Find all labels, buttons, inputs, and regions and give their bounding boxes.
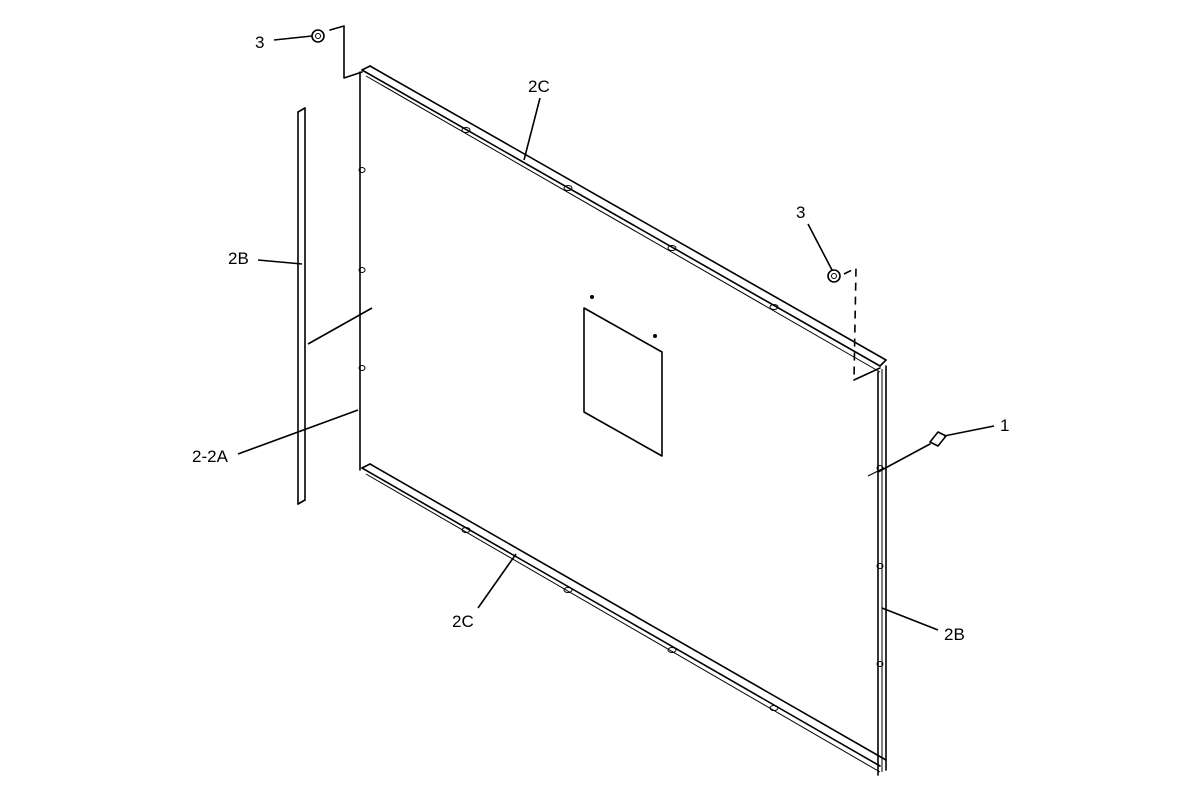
center-square [583, 307, 663, 457]
callout-3-right: 3 [796, 203, 805, 222]
strip-cap-bottom [297, 499, 306, 505]
bottom-tab [563, 587, 573, 593]
fastener-3-right-path [843, 266, 857, 381]
nut-hole-icon [831, 273, 837, 279]
top-tab [461, 127, 471, 133]
leader-2c-bottom [477, 553, 517, 609]
right-tab [876, 661, 884, 667]
bottom-channel-cap-left [361, 463, 371, 469]
bottom-tab [769, 705, 779, 711]
leader-2-2a [237, 409, 359, 455]
leader-lines [237, 35, 995, 631]
bottom-tab [461, 527, 471, 533]
strip-cap-top [297, 107, 306, 113]
leader-2b-left [257, 259, 303, 265]
left-tab [358, 167, 366, 173]
leader-3-right [807, 223, 833, 271]
hole-dot [653, 334, 657, 338]
top-tab [769, 304, 779, 310]
leader-2b-left-panel [307, 307, 373, 345]
left-edge-tabs [358, 167, 366, 371]
callout-2-2a: 2-2A [192, 447, 229, 466]
callout-2c-bottom: 2C [452, 612, 474, 631]
fastener-3-top [311, 25, 363, 79]
bottom-channel-edge-1 [361, 467, 881, 767]
top-channel-edge-3 [365, 75, 881, 373]
callout-1: 1 [1000, 416, 1009, 435]
top-channel-cap-right [879, 359, 887, 367]
top-channel-2c [361, 65, 887, 373]
center-opening [583, 295, 663, 457]
fastener-3-right [827, 266, 881, 381]
bottom-channel-edge-2 [369, 463, 887, 761]
nut-hole-icon [315, 33, 321, 39]
fastener-1 [867, 431, 947, 477]
left-tab [358, 267, 366, 273]
fastener-1-path [877, 443, 931, 473]
bottom-channel-2c [361, 463, 887, 773]
left-strip-2b [297, 107, 306, 505]
panel [359, 71, 887, 776]
hole-dot [590, 295, 594, 299]
bottom-tab [667, 647, 677, 653]
top-channel-cap-left [361, 65, 371, 71]
top-channel-edge-1 [361, 69, 881, 367]
callout-2b-left: 2B [228, 249, 249, 268]
leader-3-top [273, 35, 313, 41]
callout-labels: 3 2C 3 2B 1 2-2A 2C 2B [192, 33, 1009, 644]
callout-3-top: 3 [255, 33, 264, 52]
screw-icon [929, 431, 947, 447]
fastener-3-right-tail [853, 367, 881, 381]
bottom-channel-edge-3 [365, 473, 881, 773]
leader-2c-top [523, 97, 541, 161]
top-tab [667, 245, 677, 251]
fastener-3-top-path [329, 25, 363, 79]
nut-icon [311, 29, 325, 43]
leader-2b-right [881, 607, 939, 631]
leader-1 [943, 425, 995, 437]
nut-icon [827, 269, 841, 283]
callout-2b-right: 2B [944, 625, 965, 644]
fastener-1-tick [867, 467, 885, 477]
callout-2c-top: 2C [528, 77, 550, 96]
left-tab [358, 365, 366, 371]
right-tab [876, 563, 884, 569]
top-tab [563, 185, 573, 191]
top-channel-edge-2 [369, 65, 887, 361]
